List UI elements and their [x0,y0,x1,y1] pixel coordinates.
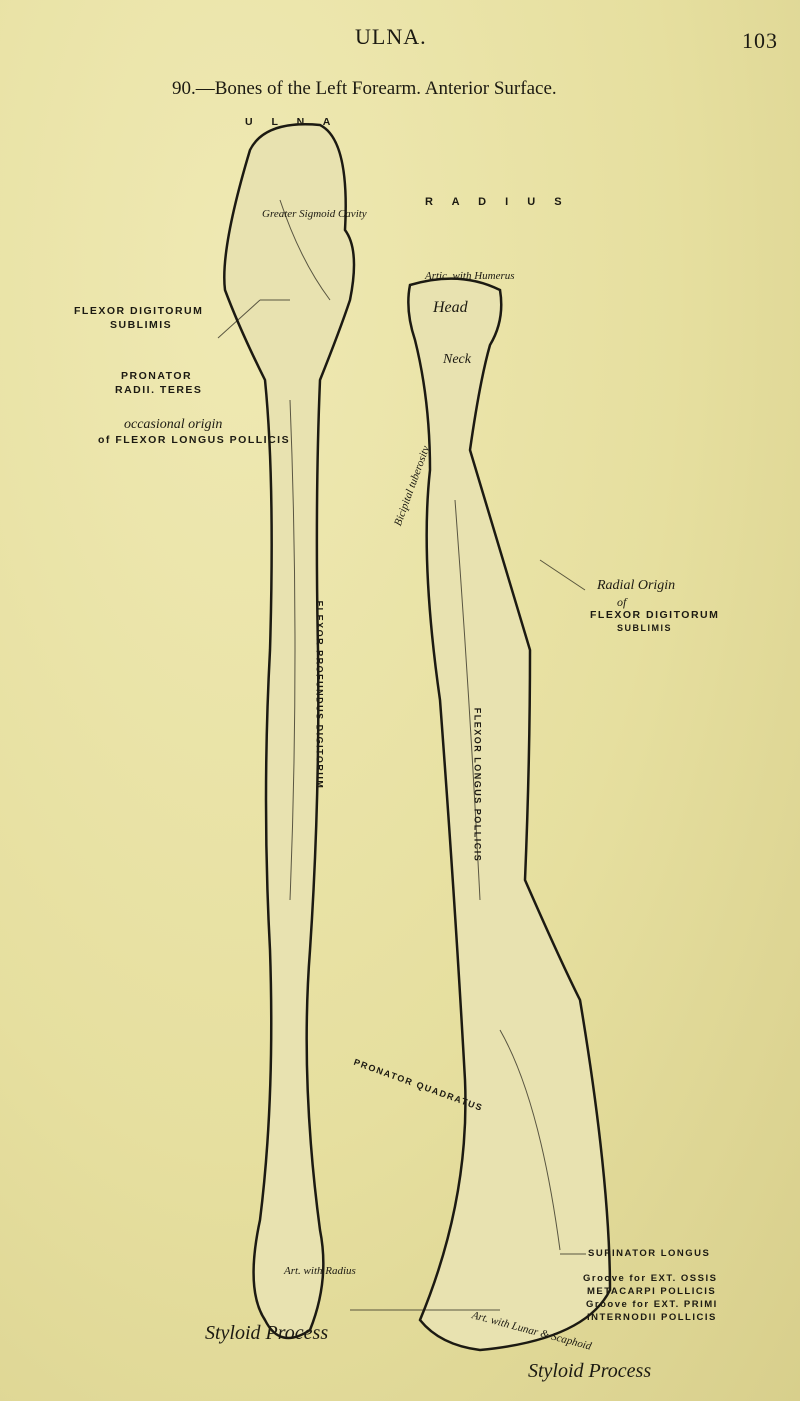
label-neck: Neck [443,352,471,367]
label-internodii-pollicis: INTERNODII POLLICIS [587,1312,717,1323]
label-pronator: PRONATOR [121,370,193,382]
label-radial-origin: Radial Origin [597,578,676,593]
label-flexor-profundus: FLEXOR PROFUNDUS DIGITORUM [314,600,325,790]
figure-caption: 90.—Bones of the Left Forearm. Anterior … [172,78,557,99]
label-flexor-digitorum: FLEXOR DIGITORUM [74,305,204,317]
label-groove-ext-ossis: Groove for EXT. OSSIS [583,1273,718,1284]
radius-bone [407,277,612,1352]
label-head: Head [433,299,468,316]
running-header: ULNA. [355,24,427,49]
label-supinator-longus: SUPINATOR LONGUS [588,1248,711,1259]
label-radius: R A D I U S [425,196,570,208]
label-radii-teres: RADII. TERES [115,384,203,396]
label-art-radius: Art. with Radius [284,1265,356,1277]
label-radial-origin-of: of [617,595,627,609]
label-radial-flexor-digitorum: FLEXOR DIGITORUM [590,609,720,621]
label-styloid-process-radius: Styloid Process [528,1360,652,1382]
label-sublimis: SUBLIMIS [110,319,173,331]
page-number: 103 [742,28,778,53]
label-styloid-process-ulna: Styloid Process [205,1322,329,1344]
label-metacarpi-pollicis: METACARPI POLLICIS [587,1286,717,1297]
label-artic-humerus: Artic. with Humerus [425,270,515,282]
label-occasional-origin: occasional origin [124,417,223,432]
label-ulna: U L N A [245,116,339,128]
label-radial-sublimis: SUBLIMIS [617,623,673,633]
label-groove-ext-primi: Groove for EXT. PRIMI [586,1299,718,1310]
ulna-bone [223,123,356,1340]
label-greater-sigmoid: Greater Sigmoid Cavity [262,208,367,220]
label-flexor-longus-pollicis: of FLEXOR LONGUS POLLICIS [98,434,291,446]
label-flexor-longus: FLEXOR LONGUS POLLICIS [472,707,483,863]
